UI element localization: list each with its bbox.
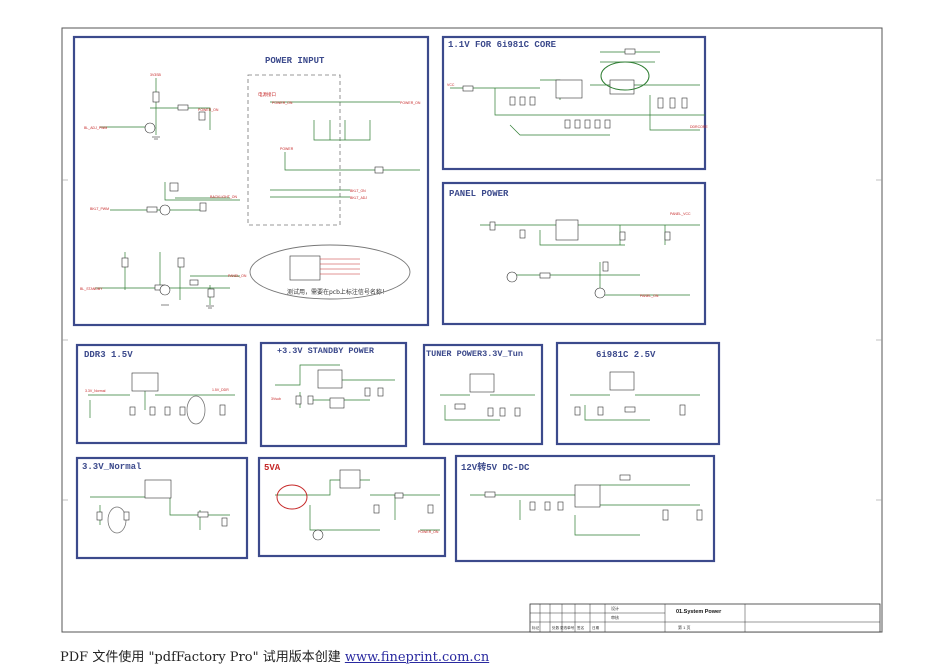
svg-text:BKLT_PWM: BKLT_PWM bbox=[90, 207, 109, 211]
svg-text:POWER_ON: POWER_ON bbox=[198, 108, 219, 112]
panel-title: +3.3V STANDBY POWER bbox=[277, 346, 375, 356]
panel-title: 1.1V FOR 6i981C CORE bbox=[448, 40, 557, 50]
page-number: 第 1 页 bbox=[678, 624, 690, 630]
panel-dcdc: 12V转5V DC-DC bbox=[454, 454, 716, 563]
svg-text:POWER_ON: POWER_ON bbox=[272, 101, 293, 105]
sheet-name: 01.System Power bbox=[676, 609, 722, 615]
panel-tuner: TUNER POWER3.3V_Tun bbox=[422, 343, 544, 446]
svg-text:DDRCORE: DDRCORE bbox=[690, 125, 708, 129]
field-sign: 签名 bbox=[577, 625, 585, 630]
panel-title: 5VA bbox=[264, 463, 281, 473]
svg-text:BACKLIGHT_ON: BACKLIGHT_ON bbox=[210, 195, 238, 199]
pdf-footer: PDF 文件使用 "pdfFactory Pro" 试用版本创建 www.fin… bbox=[60, 646, 489, 665]
panel-title: PANEL POWER bbox=[449, 189, 509, 199]
panel-five-va: 5VA POWER_ON bbox=[257, 456, 447, 558]
header-label: 电源接口 bbox=[258, 91, 276, 98]
footer-link[interactable]: www.fineprint.com.cn bbox=[344, 650, 490, 665]
panel-title: TUNER POWER3.3V_Tun bbox=[426, 349, 523, 359]
panel-standby: +3.3V STANDBY POWER 3Vsub bbox=[259, 341, 408, 448]
field-date: 日期 bbox=[592, 625, 600, 630]
title-block: 设计 审核 标记 处数 更改单号 签名 日期 01.System Power 第… bbox=[529, 603, 881, 633]
panel-title: 3.3V_Normal bbox=[82, 462, 142, 472]
panel-panel-power: PANEL POWER PANEL_VCC PANEL_ON bbox=[441, 181, 707, 326]
svg-text:BKLT_ON: BKLT_ON bbox=[350, 189, 366, 193]
field-mark: 标记 bbox=[532, 625, 540, 630]
field-change: 更改单号 bbox=[560, 625, 575, 630]
panel-title: DDR3 1.5V bbox=[84, 350, 133, 360]
panel-soc-2v5: 6i981C 2.5V bbox=[555, 341, 721, 446]
panel-title: 12V转5V DC-DC bbox=[461, 461, 530, 473]
svg-text:BL_ADJ_PWM: BL_ADJ_PWM bbox=[84, 126, 107, 130]
svg-text:BKLT_ADJ: BKLT_ADJ bbox=[350, 196, 367, 200]
panel-ddr3: DDR3 1.5V 3.3V_Normal 1.5V_DDR bbox=[75, 343, 248, 445]
svg-text:POWER: POWER bbox=[280, 147, 294, 151]
svg-text:VCC: VCC bbox=[447, 83, 455, 87]
svg-text:3V3SB: 3V3SB bbox=[150, 73, 162, 77]
field-count: 处数 bbox=[552, 625, 560, 630]
panel-normal-3v3: 3.3V_Normal bbox=[75, 456, 249, 560]
svg-text:1.5V_DDR: 1.5V_DDR bbox=[212, 388, 229, 392]
test-annotation: 测试用，需要在pcb上标注信号名称！ bbox=[287, 288, 388, 296]
svg-text:PANEL_ON: PANEL_ON bbox=[228, 274, 247, 278]
svg-text:3.3V_Normal: 3.3V_Normal bbox=[85, 389, 106, 393]
svg-text:POWER_ON: POWER_ON bbox=[400, 101, 421, 105]
panel-power-input: POWER INPUT 电源接口 bbox=[72, 35, 430, 327]
sheet-frame bbox=[61, 27, 883, 633]
role-design: 设计 bbox=[611, 605, 619, 611]
svg-text:BL_STANDBY: BL_STANDBY bbox=[80, 287, 103, 291]
svg-text:PANEL_VCC: PANEL_VCC bbox=[670, 212, 691, 216]
panel-title: POWER INPUT bbox=[265, 56, 325, 66]
frame-ticks bbox=[62, 179, 882, 501]
panel-title: 6i981C 2.5V bbox=[596, 350, 656, 360]
svg-text:PANEL_ON: PANEL_ON bbox=[640, 294, 659, 298]
footer-text: PDF 文件使用 "pdfFactory Pro" 试用版本创建 bbox=[60, 650, 345, 665]
panel-core-1v1: 1.1V FOR 6i981C CORE VCC DDRCORE bbox=[441, 35, 708, 171]
role-review: 审核 bbox=[611, 614, 619, 620]
svg-text:3Vsub: 3Vsub bbox=[271, 397, 281, 401]
svg-text:POWER_ON: POWER_ON bbox=[418, 530, 439, 534]
